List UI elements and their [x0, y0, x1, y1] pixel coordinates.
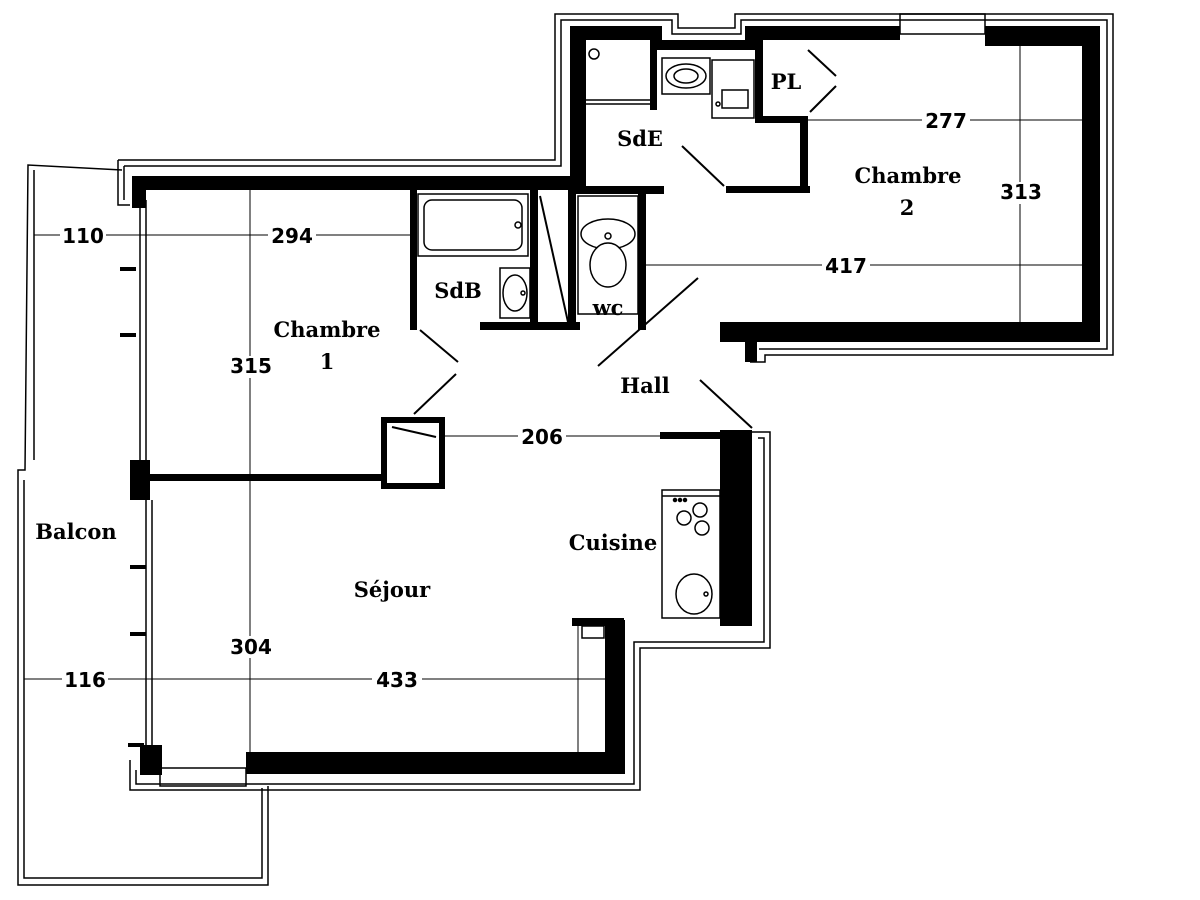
- rail-ticks: [120, 267, 146, 747]
- room-label-cuisine: Cuisine: [569, 530, 657, 555]
- room-labels: SdE PL Chambre 2 SdB wc Chambre 1 Hall B…: [35, 69, 961, 602]
- room-label-balcon: Balcon: [35, 519, 116, 544]
- dimension-417: 417: [825, 254, 867, 278]
- closet: [381, 417, 445, 489]
- thick-walls: [130, 26, 1100, 775]
- washing-machine-icon: [711, 59, 755, 119]
- dimension-433: 433: [376, 668, 418, 692]
- room-label-wc: wc: [592, 295, 624, 320]
- room-label-sdb: SdB: [434, 278, 482, 303]
- dimension-277: 277: [925, 109, 967, 133]
- kitchen-sink-icon: [675, 573, 713, 615]
- dimension-206: 206: [521, 425, 563, 449]
- dimension-315: 315: [230, 354, 272, 378]
- windows: [139, 13, 986, 787]
- dimension-110: 110: [62, 224, 104, 248]
- dimension-304: 304: [230, 635, 272, 659]
- dimension-313: 313: [1000, 180, 1042, 204]
- doors: [413, 49, 837, 429]
- room-label-chambre2: Chambre: [855, 163, 962, 188]
- room-label-chambre2-number: 2: [900, 195, 915, 220]
- fixtures: [417, 48, 755, 639]
- cooktop-icon: [676, 510, 692, 526]
- room-label-chambre1-number: 1: [320, 349, 335, 374]
- exterior-outline: [117, 13, 1114, 791]
- room-label-sejour: Séjour: [354, 577, 431, 602]
- dimension-lines: [24, 46, 1083, 752]
- dimension-294: 294: [271, 224, 313, 248]
- dimension-116: 116: [64, 668, 106, 692]
- room-label-pl: PL: [771, 69, 802, 94]
- dimension-labels: 277 313 417 110 294 315 206 304 116 433: [60, 109, 1046, 692]
- room-label-hall: Hall: [620, 373, 669, 398]
- room-label-sde: SdE: [617, 126, 663, 151]
- room-label-chambre1: Chambre: [274, 317, 381, 342]
